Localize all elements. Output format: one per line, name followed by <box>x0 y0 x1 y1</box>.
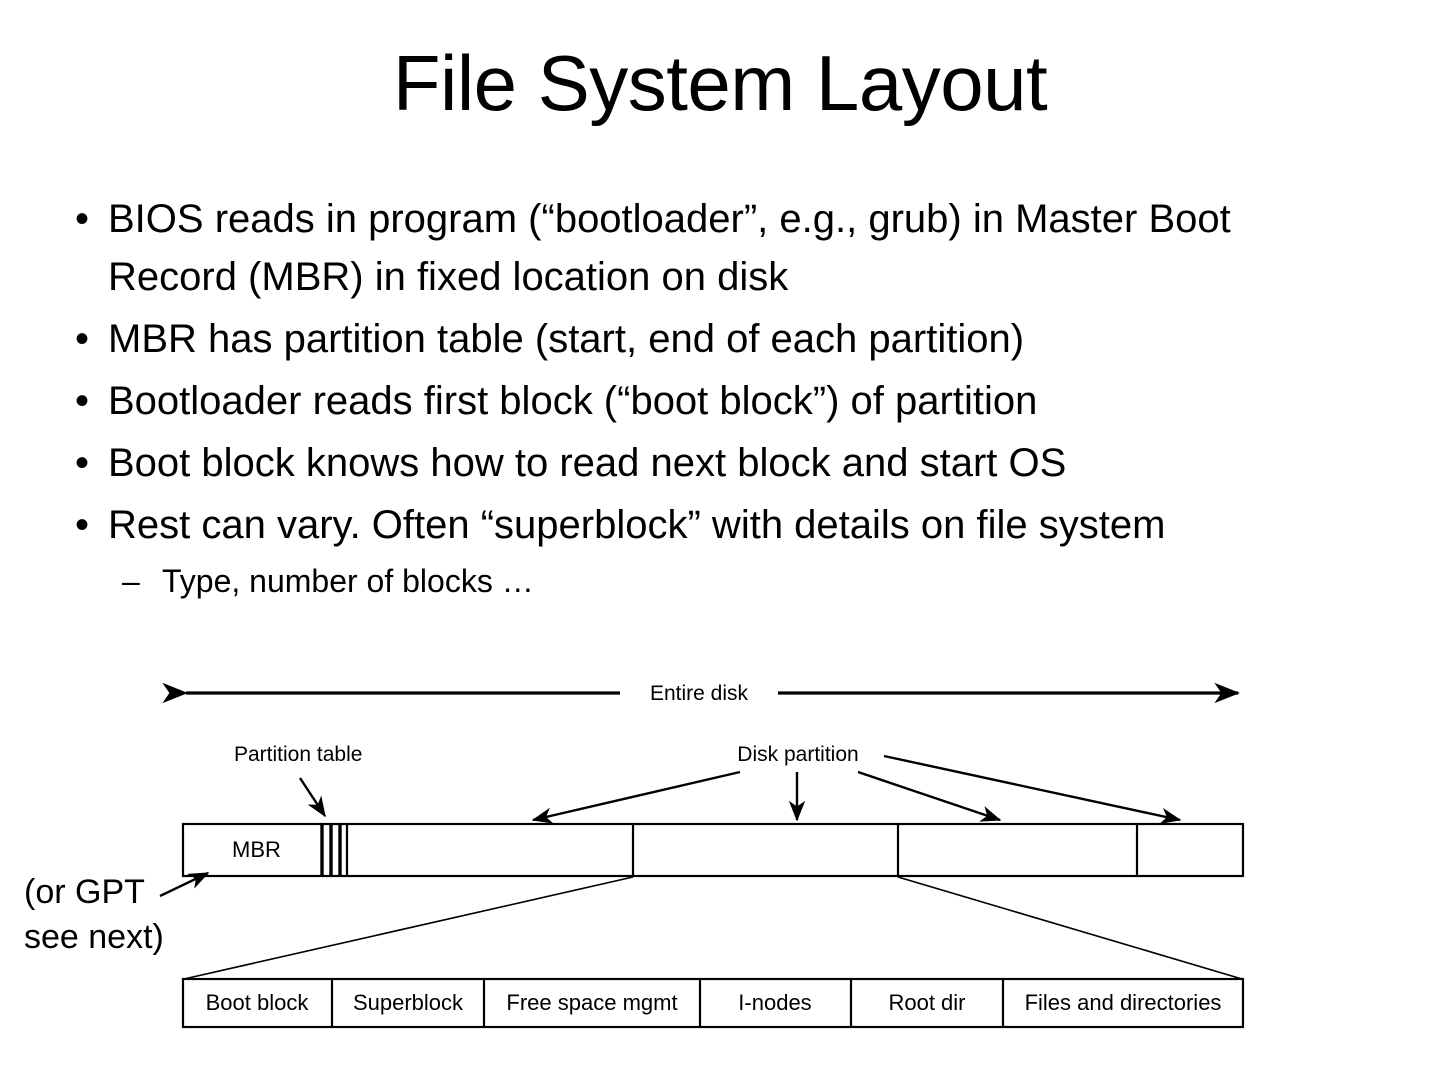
detail-cell-boot-block: Boot block <box>206 990 310 1015</box>
partition-table-annotation: Partition table <box>234 743 362 818</box>
bullet-text-1: BIOS reads in program (“bootloader”, e.g… <box>108 197 1231 299</box>
bullet-marker-icon: • <box>75 441 90 485</box>
disk-partition-arrow-3 <box>857 770 1002 822</box>
partition-table-arrow <box>298 777 327 818</box>
bullet-list: • BIOS reads in program (“bootloader”, e… <box>60 190 1360 604</box>
bullet-text-5: Rest can vary. Often “superblock” with d… <box>108 503 1166 547</box>
disk-partition-annotation: Disk partition <box>531 743 1182 824</box>
partition-expansion-lines <box>183 876 1243 980</box>
disk-partition-arrow-1 <box>531 770 741 824</box>
sub-bullet-marker-icon: – <box>122 563 140 599</box>
bullet-text-4: Boot block knows how to read next block … <box>108 441 1067 485</box>
bullet-item-3: • Bootloader reads first block (“boot bl… <box>60 372 1360 430</box>
entire-disk-measure: Entire disk <box>162 682 1240 705</box>
mbr-label: MBR <box>232 837 281 862</box>
detail-cell-free-space-mgmt: Free space mgmt <box>506 990 677 1015</box>
bullet-text-3: Bootloader reads first block (“boot bloc… <box>108 379 1038 423</box>
partition-table-label: Partition table <box>234 743 362 766</box>
sub-bullet-text-1: Type, number of blocks … <box>162 563 534 599</box>
partition-detail-bar: Boot block Superblock Free space mgmt I-… <box>181 977 1245 1029</box>
entire-disk-label: Entire disk <box>650 682 749 705</box>
gpt-note-line-2: see next) <box>24 918 164 956</box>
page-title: File System Layout <box>392 39 1048 127</box>
bullet-item-4: • Boot block knows how to read next bloc… <box>60 434 1360 492</box>
bullet-text-2: MBR has partition table (start, end of e… <box>108 317 1025 361</box>
disk-partition-label: Disk partition <box>737 743 858 766</box>
disk-partition-arrow-4 <box>883 754 1182 824</box>
partition-detail-outline <box>181 977 1245 1029</box>
disk-bar: MBR <box>181 822 1245 878</box>
detail-cell-superblock: Superblock <box>353 990 464 1015</box>
expansion-line-right <box>897 876 1243 980</box>
sub-bullet-item-1: – Type, number of blocks … <box>122 558 1360 604</box>
file-system-layout-diagram: Entire disk Partition table Disk partiti… <box>0 668 1440 1080</box>
gpt-note-line-1: (or GPT <box>24 873 145 911</box>
disk-bar-outline <box>181 822 1245 878</box>
expansion-line-left <box>183 876 634 980</box>
bullet-marker-icon: • <box>75 317 90 361</box>
bullet-item-2: • MBR has partition table (start, end of… <box>60 310 1360 368</box>
bullet-marker-icon: • <box>75 379 90 423</box>
detail-cell-files-and-directories: Files and directories <box>1025 990 1222 1015</box>
gpt-note-arrow <box>159 871 210 898</box>
bullet-item-1: • BIOS reads in program (“bootloader”, e… <box>60 190 1360 306</box>
gpt-note-annotation: (or GPT see next) <box>24 871 210 956</box>
bullet-item-5: • Rest can vary. Often “superblock” with… <box>60 496 1360 554</box>
bullet-marker-icon: • <box>75 503 90 547</box>
bullet-marker-icon: • <box>75 197 90 241</box>
detail-cell-i-nodes: I-nodes <box>738 990 811 1015</box>
detail-cell-root-dir: Root dir <box>888 990 965 1015</box>
